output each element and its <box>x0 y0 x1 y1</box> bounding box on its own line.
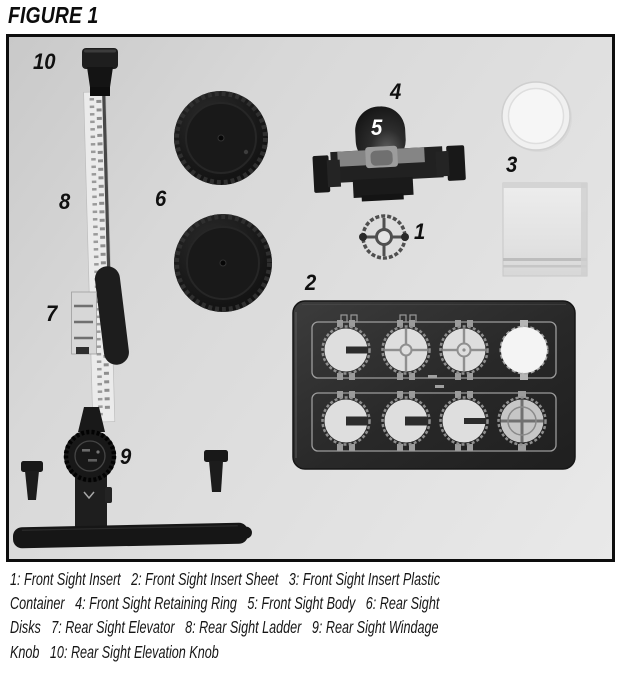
part-label-8: 8 <box>59 189 71 214</box>
part-label-2: 2 <box>305 270 317 295</box>
part-label-7: 7 <box>46 301 58 326</box>
figure-caption: 1: Front Sight Insert 2: Front Sight Ins… <box>10 567 607 664</box>
caption-line-1: 1: Front Sight Insert 2: Front Sight Ins… <box>10 569 440 589</box>
caption-line-2: Container 4: Front Sight Retaining Ring … <box>10 593 440 614</box>
parts-photo <box>6 34 615 562</box>
part-label-1: 1 <box>414 219 426 244</box>
part-label-10: 10 <box>33 49 56 74</box>
part-label-9: 9 <box>120 444 132 469</box>
part-label-4: 4 <box>390 79 402 104</box>
caption-line-4: Knob 10: Rear Sight Elevation Knob <box>10 641 219 662</box>
figure-title: FIGURE 1 <box>8 2 99 28</box>
part-label-3: 3 <box>506 152 518 177</box>
part-label-5: 5 <box>371 115 383 140</box>
caption-line-3: Disks 7: Rear Sight Elevator 8: Rear Sig… <box>10 617 439 638</box>
part-label-6: 6 <box>155 186 167 211</box>
